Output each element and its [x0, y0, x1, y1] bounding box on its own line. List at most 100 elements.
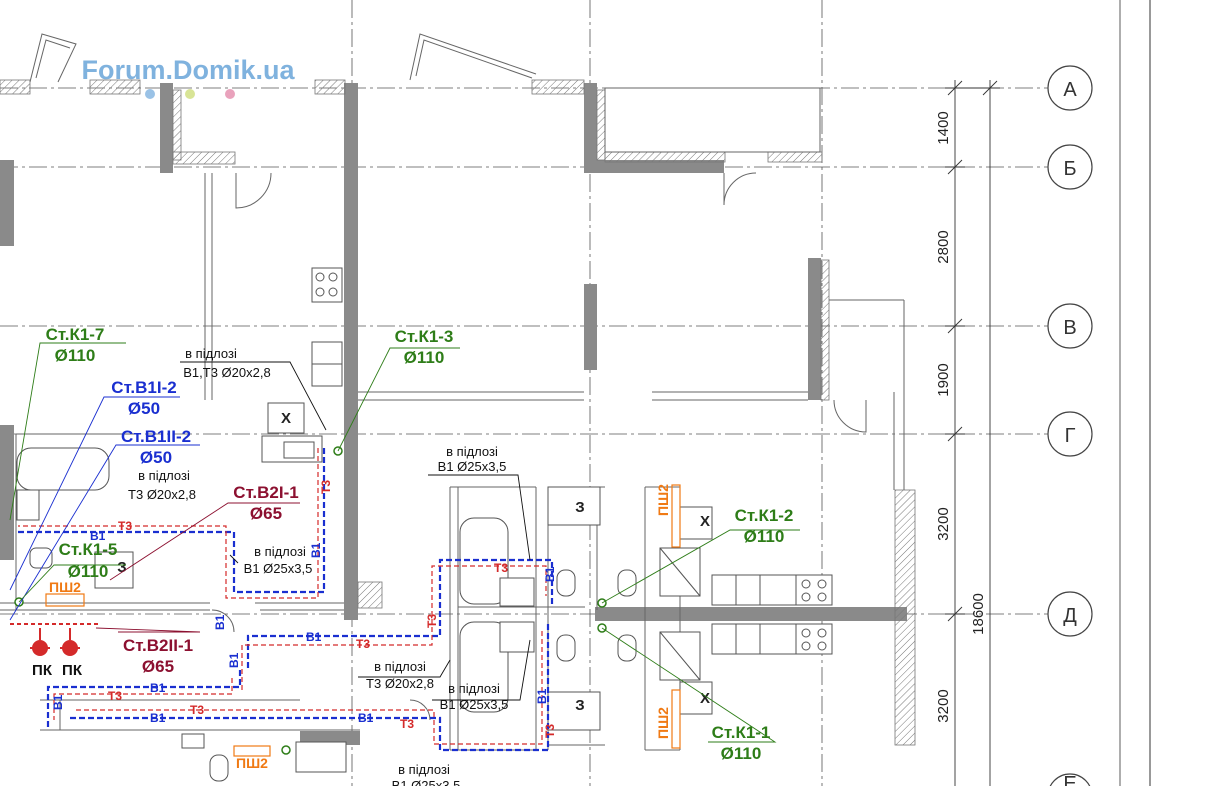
- svg-text:Т3 Ø20х2,8: Т3 Ø20х2,8: [366, 676, 434, 691]
- svg-text:А: А: [1063, 79, 1077, 101]
- svg-text:Ст.В1І-2: Ст.В1І-2: [111, 378, 176, 397]
- riser-label-k1-3: Ст.К1-3 Ø110: [395, 327, 454, 367]
- cross-marker: Х: [700, 690, 710, 707]
- note-b1-25-top: в підлозі В1 Ø25х3,5: [438, 444, 507, 474]
- svg-text:В1: В1: [306, 630, 322, 644]
- svg-text:Б: Б: [1063, 158, 1076, 180]
- axis-bubble-a: А: [1047, 65, 1093, 111]
- svg-text:ПК: ПК: [62, 662, 83, 679]
- svg-text:Т3: Т3: [425, 614, 439, 628]
- svg-text:В1: В1: [358, 711, 374, 725]
- svg-text:В1,Т3 Ø20х2,8: В1,Т3 Ø20х2,8: [183, 365, 270, 380]
- svg-text:Ø110: Ø110: [744, 527, 785, 546]
- dim-total-18600: 18600: [970, 593, 987, 635]
- fixture-box-3: [547, 486, 601, 526]
- svg-text:В1: В1: [51, 694, 65, 710]
- shaft-label-left: ПШ2: [49, 579, 81, 595]
- svg-text:Forum.Domik.ua: Forum.Domik.ua: [81, 55, 295, 85]
- svg-text:в підлозі: в підлозі: [185, 346, 237, 361]
- svg-text:В1: В1: [535, 688, 549, 704]
- cabinet-4: [181, 733, 205, 749]
- svg-text:Т3 Ø20х2,8: Т3 Ø20х2,8: [128, 487, 196, 502]
- svg-text:в підлозі: в підлозі: [374, 659, 426, 674]
- b1-pipes: [18, 448, 554, 752]
- room-marker: З: [575, 499, 584, 516]
- leader-lines: [9, 342, 800, 743]
- cabinet-3: [295, 741, 347, 773]
- riser-label-b1i-2: Ст.В1І-2 Ø50: [111, 378, 176, 418]
- shaft-box-left: [45, 593, 85, 607]
- svg-text:В1: В1: [213, 614, 227, 630]
- svg-text:Ст.К1-3: Ст.К1-3: [395, 327, 454, 346]
- dimension-lines: [945, 80, 1000, 786]
- svg-text:Ø110: Ø110: [55, 346, 96, 365]
- hydrant-1: ПК: [30, 628, 53, 679]
- svg-text:Ст.К1-7: Ст.К1-7: [46, 325, 105, 344]
- toilet-2: [556, 634, 576, 662]
- watermark: Forum.Domik.ua: [81, 55, 295, 99]
- note-t3-20-center: в підлозі Т3 Ø20х2,8: [366, 659, 434, 691]
- pipe-labels: В1 Т3 В1 Т3 В1 Т3 В1 Т3 В1 Т3 Т3 Т3 В1 В…: [51, 480, 557, 738]
- dim-3200-b: 3200: [935, 689, 952, 722]
- stove-2: [795, 574, 833, 606]
- svg-text:В1 Ø25х3,5: В1 Ø25х3,5: [440, 697, 509, 712]
- washer-box: [267, 402, 305, 434]
- axis-bubbles: А Б В Г Д Е: [1047, 65, 1093, 786]
- svg-text:В1 Ø25х3,5: В1 Ø25х3,5: [438, 459, 507, 474]
- svg-text:Ст.К1-5: Ст.К1-5: [59, 540, 118, 559]
- svg-text:ПК: ПК: [32, 662, 53, 679]
- svg-text:Г: Г: [1065, 425, 1076, 447]
- cross-marker: Х: [281, 410, 291, 427]
- svg-text:в підлозі: в підлозі: [254, 544, 306, 559]
- riser-labels: Ст.К1-7 Ø110 Ст.В1І-2 Ø50 Ст.В1ІІ-2 Ø50 …: [46, 325, 794, 763]
- toilet-1: [556, 569, 576, 597]
- toilet-4: [617, 634, 637, 662]
- riser-label-k1-5: Ст.К1-5 Ø110: [59, 540, 118, 581]
- svg-text:Т3: Т3: [356, 637, 370, 651]
- svg-text:Ø110: Ø110: [404, 348, 445, 367]
- kitchen-counter-1: [711, 574, 797, 606]
- svg-text:Т3: Т3: [543, 724, 557, 738]
- dimension-labels: 1400 2800 1900 3200 3200 18600: [935, 111, 987, 722]
- axis-bubble-b: Б: [1047, 144, 1093, 190]
- svg-text:Ст.В2І-1: Ст.В2І-1: [233, 483, 298, 502]
- svg-text:Т3: Т3: [494, 561, 508, 575]
- note-b1-25-bottom: в підлозі В1 Ø25х3,5: [392, 762, 461, 786]
- shaft-label-bottom: ПШ2: [236, 755, 268, 771]
- fixture-markers: Х Х Х З З З: [117, 410, 710, 714]
- svg-text:Ø50: Ø50: [128, 399, 160, 418]
- svg-text:Ø65: Ø65: [250, 504, 282, 523]
- svg-text:В1: В1: [150, 711, 166, 725]
- floor-notes: в підлозі В1,Т3 Ø20х2,8 в підлозі Т3 Ø20…: [128, 346, 508, 786]
- note-b1-t3-20: в підлозі В1,Т3 Ø20х2,8: [183, 346, 270, 380]
- svg-text:В1: В1: [309, 542, 323, 558]
- riser-label-b1ii-2: Ст.В1ІІ-2 Ø50: [121, 427, 191, 467]
- svg-text:В1 Ø25х3,5: В1 Ø25х3,5: [244, 561, 313, 576]
- bathtub-mid-2: [459, 621, 509, 713]
- svg-text:В1 Ø25х3,5: В1 Ø25х3,5: [392, 778, 461, 786]
- shaft-label-upper: ПШ2: [655, 484, 671, 516]
- dim-1400: 1400: [935, 111, 952, 144]
- shaft-label-lower: ПШ2: [655, 707, 671, 739]
- hydrant-2: ПК: [60, 628, 83, 679]
- svg-text:Е: Е: [1063, 773, 1076, 786]
- riser-label-k1-1: Ст.К1-1 Ø110: [712, 723, 771, 763]
- svg-text:в підлозі: в підлозі: [138, 468, 190, 483]
- cross-marker: Х: [700, 513, 710, 530]
- fixture-box-2: [679, 681, 713, 715]
- stove: [311, 267, 343, 303]
- riser-label-b2ii-1: Ст.В2ІІ-1 Ø65: [123, 636, 193, 676]
- svg-text:в підлозі: в підлозі: [446, 444, 498, 459]
- window-bays: [29, 33, 821, 153]
- shaft-box-bottom: [233, 745, 271, 757]
- shaft-box-lower: [671, 689, 681, 749]
- room-marker: З: [117, 559, 126, 576]
- svg-text:в підлозі: в підлозі: [398, 762, 450, 777]
- svg-text:В1: В1: [227, 652, 241, 668]
- dim-3200-a: 3200: [935, 507, 952, 540]
- svg-text:Т3: Т3: [190, 703, 204, 717]
- washbasin-left: [29, 547, 53, 569]
- fixture-box-left: [94, 551, 134, 589]
- axis-bubble-v: В: [1047, 303, 1093, 349]
- note-b1-25-mid: в підлозі В1 Ø25х3,5: [244, 544, 313, 576]
